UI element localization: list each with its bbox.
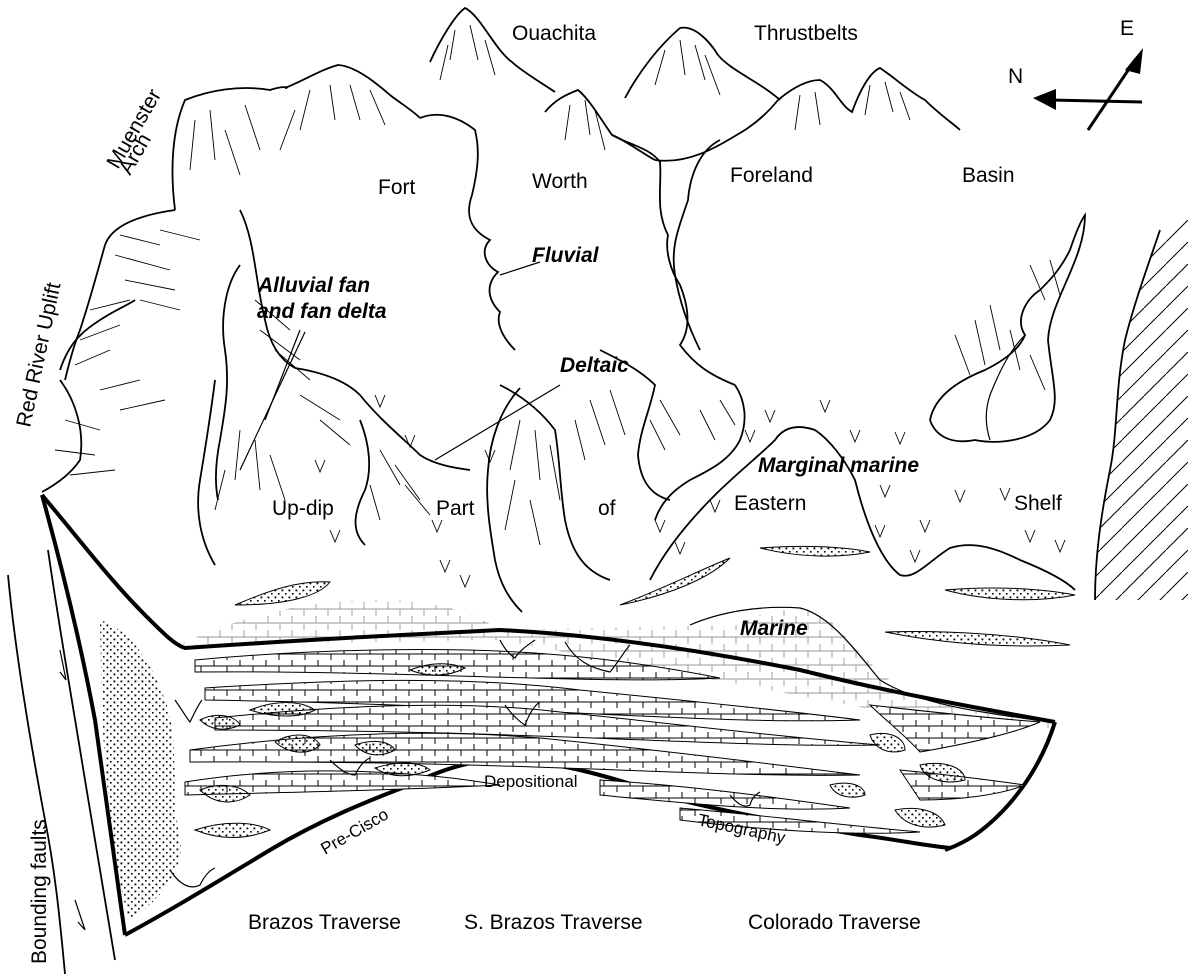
label-brazos-traverse: Brazos Traverse — [248, 911, 401, 934]
label-of: of — [598, 497, 616, 520]
sand-wedge-left — [100, 620, 181, 920]
label-s-brazos-traverse: S. Brazos Traverse — [464, 911, 643, 934]
label-colorado-traverse: Colorado Traverse — [748, 911, 921, 934]
label-fort: Fort — [378, 176, 416, 199]
label-deltaic: Deltaic — [560, 354, 629, 377]
north-arrow-icon — [1033, 89, 1056, 110]
label-bounding-faults: Bounding faults — [28, 819, 51, 964]
compass-east-label: E — [1120, 17, 1134, 40]
label-up-dip: Up-dip — [272, 497, 334, 520]
label-pre-cisco: Pre-Cisco — [318, 805, 392, 859]
label-foreland: Foreland — [730, 164, 813, 187]
label-depositional: Depositional — [484, 772, 578, 791]
label-fan-delta: and fan delta — [257, 300, 387, 323]
label-thrustbelts: Thrustbelts — [754, 22, 858, 45]
basin-fan-outline — [930, 215, 1085, 442]
label-shelf: Shelf — [1014, 492, 1062, 515]
basin-fan-channel — [986, 335, 1025, 440]
eastern-uplift — [1095, 210, 1188, 600]
label-alluvial-fan: Alluvial fan — [257, 274, 370, 297]
label-marine: Marine — [740, 617, 808, 640]
label-fluvial: Fluvial — [532, 244, 600, 267]
label-red-river-uplift: Red River Uplift — [12, 280, 65, 429]
label-marginal-marine: Marginal marine — [758, 454, 919, 477]
compass: E N — [1008, 17, 1143, 130]
label-basin: Basin — [962, 164, 1015, 187]
marsh-symbols — [315, 395, 1065, 587]
east-arrow-icon — [1125, 48, 1143, 74]
label-part: Part — [436, 497, 475, 520]
label-worth: Worth — [532, 170, 588, 193]
label-eastern: Eastern — [734, 492, 806, 515]
compass-north-label: N — [1008, 65, 1023, 88]
label-ouachita: Ouachita — [512, 22, 596, 45]
